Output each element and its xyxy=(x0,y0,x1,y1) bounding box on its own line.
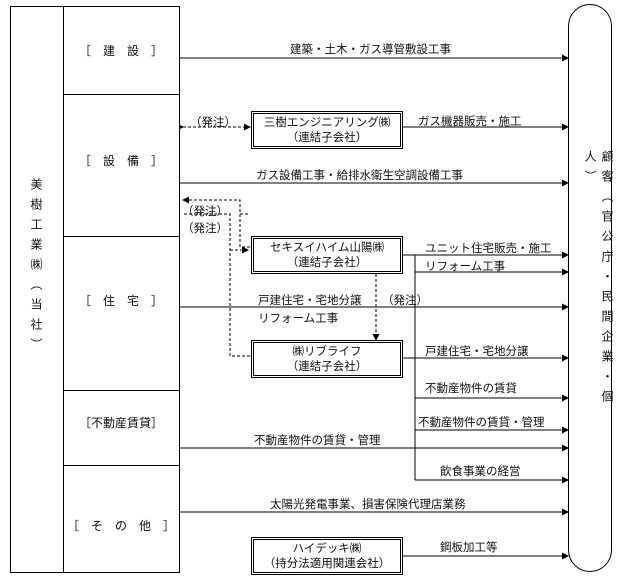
segment-divider xyxy=(63,390,180,391)
flow-order: （発注） xyxy=(182,221,228,235)
flow-construction: 建築・土木・ガス導管敷設工事 xyxy=(290,42,451,56)
customers-box xyxy=(568,4,612,572)
segment-other: ［ そ の 他 ］ xyxy=(66,518,175,533)
customers-label: 顧客（官公庁・民間企業・個人） xyxy=(583,150,614,410)
subsidiary-relife: ㈱リブライフ （連結子会社） xyxy=(251,340,403,378)
flow-solar: 太陽光発電事業、損害保険代理店業務 xyxy=(270,497,466,511)
subsidiary-name: ハイデッキ㈱ xyxy=(292,541,362,555)
flow-reform: リフォーム工事 xyxy=(258,311,339,325)
company-name: 美樹工業㈱（当社） xyxy=(29,178,43,358)
flow-rental-management: 不動産物件の賃貸・管理 xyxy=(254,433,381,447)
subsidiary-type: （連結子会社） xyxy=(286,255,368,269)
subsidiary-name: セキスイハイム山陽㈱ xyxy=(270,240,384,254)
subsidiary-name: 三樹エンジニアリング㈱ xyxy=(263,115,391,129)
flow-house-land: 戸建住宅・宅地分譲 xyxy=(258,293,362,307)
segment-housing: ［ 住 宅 ］ xyxy=(78,293,163,308)
flow-house-land: 戸建住宅・宅地分譲 xyxy=(425,344,529,358)
subsidiary-name: ㈱リブライフ xyxy=(292,344,362,358)
flow-gas-sales: ガス機器販売・施工 xyxy=(418,114,522,128)
segment-divider xyxy=(63,465,180,466)
flow-rental: 不動産物件の賃貸 xyxy=(425,381,517,395)
flow-reform: リフォーム工事 xyxy=(425,259,506,273)
subsidiary-type: （連結子会社） xyxy=(286,359,368,373)
segment-construction: ［ 建 設 ］ xyxy=(78,43,163,58)
segment-divider xyxy=(63,94,180,95)
flow-rental-management: 不動産物件の賃貸・管理 xyxy=(418,415,545,429)
subsidiary-type: （連結子会社） xyxy=(286,130,368,144)
affiliate-heideck: ハイデッキ㈱ （持分法適用関連会社） xyxy=(251,537,403,575)
flow-restaurant: 飲食事業の経営 xyxy=(440,464,521,478)
flow-order: （発注） xyxy=(382,293,428,307)
segment-divider xyxy=(63,236,180,237)
segment-equipment: ［ 設 備 ］ xyxy=(78,153,163,168)
company-name-column xyxy=(10,6,64,573)
flow-steel: 鋼板加工等 xyxy=(440,540,498,554)
subsidiary-type: （持分法適用関連会社） xyxy=(263,556,391,570)
flow-equipment-work: ガス設備工事・給排水衛生空調設備工事 xyxy=(256,168,463,182)
segment-realestate: ［不動産賃貸］ xyxy=(78,415,163,430)
subsidiary-sekisui-heim: セキスイハイム山陽㈱ （連結子会社） xyxy=(251,236,403,274)
flow-order: （発注） xyxy=(182,204,228,218)
flow-unit-house: ユニット住宅販売・施工 xyxy=(425,241,552,255)
subsidiary-miki-engineering: 三樹エンジニアリング㈱ （連結子会社） xyxy=(251,111,403,149)
flow-order: （発注） xyxy=(190,115,236,129)
